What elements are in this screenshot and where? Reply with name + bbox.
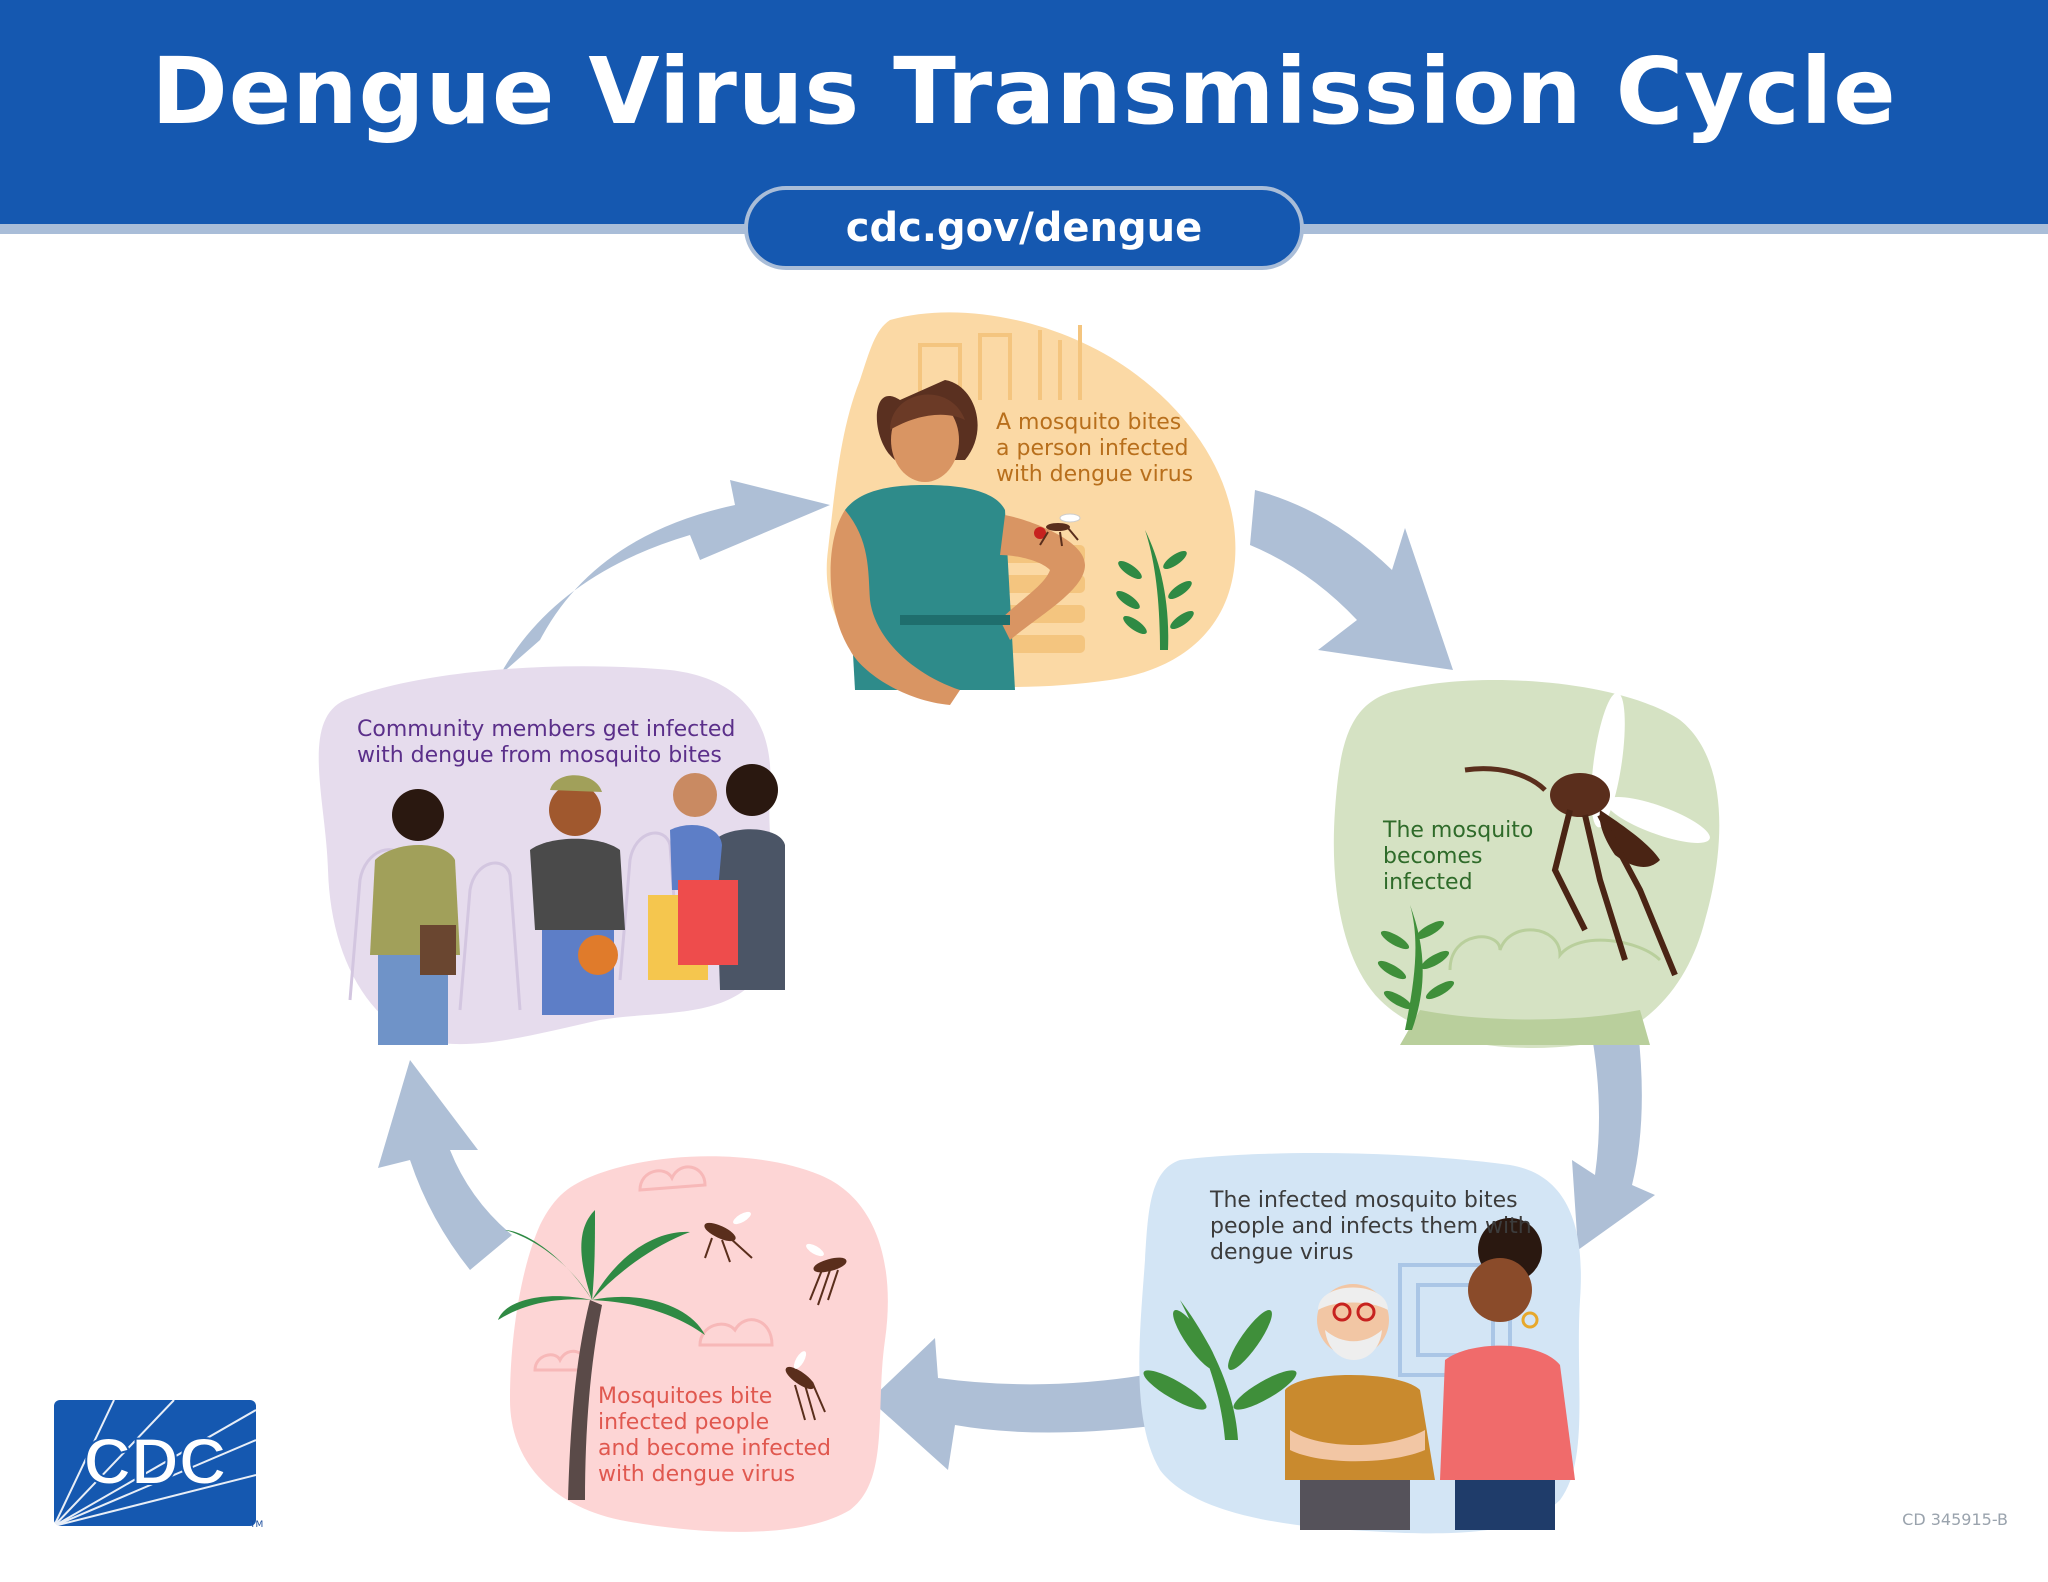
parent-with-child bbox=[648, 764, 785, 990]
arrow-step4-to-step5 bbox=[378, 1060, 512, 1270]
step-2-illustration bbox=[1333, 680, 1720, 1048]
step-4-label: Mosquitoes bite infected people and beco… bbox=[598, 1384, 831, 1487]
page-title: Dengue Virus Transmission Cycle bbox=[151, 38, 1897, 145]
document-code: CD 345915-B bbox=[1902, 1510, 2008, 1529]
flying-mosquitoes bbox=[704, 1222, 847, 1421]
arrow-step2-to-step3 bbox=[1572, 1025, 1655, 1250]
cycle-arrows bbox=[378, 480, 1655, 1470]
sitting-woman bbox=[830, 380, 1085, 705]
trademark-symbol: TM bbox=[250, 1520, 264, 1530]
step-1-illustration bbox=[826, 312, 1236, 705]
step-3-illustration bbox=[1139, 1153, 1581, 1534]
step-4-illustration bbox=[498, 1156, 888, 1532]
step-2-label: The mosquito becomes infected bbox=[1383, 818, 1534, 895]
step-5-illustration bbox=[318, 666, 785, 1045]
background-buildings bbox=[918, 325, 1082, 400]
fern bbox=[1377, 905, 1455, 1030]
waving-person bbox=[530, 775, 625, 1015]
large-mosquito bbox=[1464, 692, 1710, 977]
older-man bbox=[1285, 1284, 1435, 1530]
plant bbox=[1116, 530, 1194, 650]
step-1-label: A mosquito bites a person infected with … bbox=[996, 410, 1194, 487]
arrow-step5-to-step1 bbox=[500, 480, 830, 675]
mosquito-wings bbox=[733, 1211, 824, 1369]
bushes-outline bbox=[1448, 928, 1662, 971]
cdc-logo: CDC bbox=[54, 1400, 256, 1526]
arrow-step1-to-step2 bbox=[1250, 490, 1453, 670]
step-3-label: The infected mosquito bites people and i… bbox=[1210, 1188, 1532, 1265]
young-woman bbox=[1440, 1218, 1575, 1530]
url-link[interactable]: cdc.gov/dengue bbox=[744, 186, 1304, 270]
cdc-logo-text: CDC bbox=[84, 1424, 227, 1498]
tropical-plant bbox=[1143, 1300, 1297, 1440]
person-with-bag bbox=[370, 789, 460, 1045]
palm-tree bbox=[498, 1210, 705, 1500]
arrow-step3-to-step4 bbox=[870, 1338, 1160, 1470]
ground bbox=[1400, 1010, 1650, 1045]
mosquito-on-arm bbox=[1034, 513, 1081, 547]
step-5-label: Community members get infected with deng… bbox=[357, 717, 736, 768]
